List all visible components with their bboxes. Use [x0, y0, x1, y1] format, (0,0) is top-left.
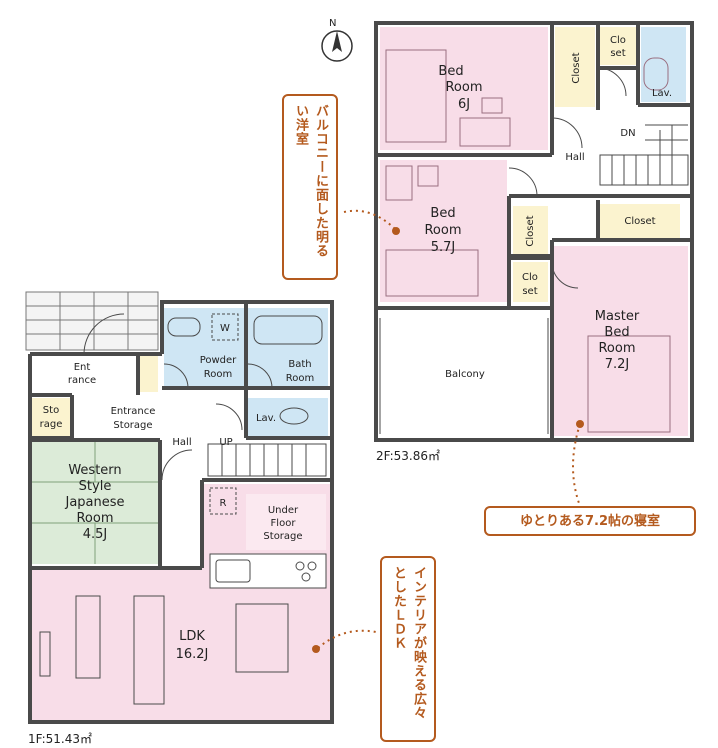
- refrigerator-label: R: [220, 498, 227, 509]
- closet-mid-line1: Clo: [522, 272, 538, 283]
- svg-text:Western: Western: [68, 463, 121, 478]
- closet-5-7j: [513, 206, 548, 254]
- floor-1-area: 1F:51.43㎡: [28, 732, 92, 746]
- svg-text:4.5J: 4.5J: [83, 527, 108, 542]
- closet-top: [600, 27, 636, 65]
- svg-text:Room: Room: [445, 80, 482, 95]
- svg-text:Bed: Bed: [438, 64, 463, 79]
- powder-room-line2: Room: [204, 369, 232, 380]
- svg-text:Japanese: Japanese: [64, 495, 124, 510]
- closet-top-line1: Clo: [610, 35, 626, 46]
- svg-text:6J: 6J: [458, 97, 470, 112]
- bath-room-line2: Room: [286, 373, 314, 384]
- compass-north-icon: N: [321, 18, 353, 62]
- entrance-storage-nook: [140, 356, 158, 392]
- master-bed-room: [550, 246, 688, 436]
- closet-master: [600, 204, 680, 240]
- lav-1f: [248, 398, 328, 436]
- callout-balcony-room: バルコニーに面した明るい洋室: [282, 94, 338, 280]
- svg-text:7.2J: 7.2J: [605, 357, 630, 372]
- closet-mid-line2: set: [522, 286, 537, 297]
- compass-label: N: [329, 18, 336, 29]
- lav-1f-label: Lav.: [256, 413, 276, 424]
- japanese-room-label: Western Style Japanese Room 4.5J: [64, 463, 124, 542]
- ldk-line2: 16.2J: [176, 647, 209, 662]
- washer-label: W: [220, 323, 230, 334]
- balcony: [380, 315, 550, 438]
- under-floor-storage: [246, 494, 326, 550]
- svg-text:Room: Room: [424, 223, 461, 238]
- svg-text:Room: Room: [598, 341, 635, 356]
- svg-text:5.7J: 5.7J: [431, 240, 456, 255]
- bath-room-line1: Bath: [288, 359, 311, 370]
- entrance-storage-line1: Entrance: [111, 406, 156, 417]
- svg-text:Style: Style: [79, 479, 112, 494]
- powder-room: [164, 308, 244, 386]
- lav-2f-label: Lav.: [652, 88, 672, 99]
- dn-label: DN: [620, 128, 635, 139]
- porch: [25, 291, 159, 351]
- closet-top-line2: set: [610, 48, 625, 59]
- stairs-down: [599, 124, 689, 186]
- stairs-up: [207, 443, 327, 477]
- storage-line1: Sto: [43, 405, 59, 416]
- entrance-line2: rance: [68, 375, 96, 386]
- closet-6j-label: Closet: [571, 52, 582, 83]
- floor-2: Bed Room 6J Bed Room 5.7J Master Bed Roo…: [374, 21, 694, 463]
- bed-room-6j: [380, 27, 548, 150]
- ldk-area: [32, 570, 330, 720]
- callout-leaders: [317, 209, 581, 649]
- under-floor-line3: Storage: [263, 531, 302, 542]
- closet-master-label: Closet: [624, 216, 655, 227]
- powder-room-line1: Powder: [200, 355, 237, 366]
- svg-text:Room: Room: [76, 511, 113, 526]
- callout-dots: [312, 227, 584, 653]
- balcony-label: Balcony: [445, 369, 485, 380]
- svg-text:Bed: Bed: [430, 206, 455, 221]
- bath-room: [248, 308, 328, 386]
- storage-line2: rage: [40, 419, 63, 430]
- bed-room-6j-label: Bed Room 6J: [438, 64, 482, 112]
- bed-room-5-7j: [380, 160, 507, 302]
- under-floor-line1: Under: [268, 505, 299, 516]
- closet-6j: [555, 27, 595, 107]
- entrance-line1: Ent: [74, 362, 91, 373]
- entrance-storage-line2: Storage: [113, 420, 152, 431]
- closet-mid: [513, 262, 548, 302]
- callout-ldk: インテリアが映える広々としたＬＤＫ: [380, 556, 436, 742]
- under-floor-line2: Floor: [271, 518, 297, 529]
- svg-text:Master: Master: [595, 309, 640, 324]
- lav-2f: [641, 27, 686, 102]
- hall-1f-label: Hall: [172, 437, 191, 448]
- kitchen-counter: [209, 553, 327, 589]
- svg-text:Bed: Bed: [604, 325, 629, 340]
- ldk-line1: LDK: [179, 629, 205, 644]
- callout-master-room: ゆとりある7.2帖の寝室: [484, 506, 696, 536]
- up-label: UP: [219, 437, 232, 448]
- floor-2-area: 2F:53.86㎡: [376, 449, 440, 463]
- hall-2f-label: Hall: [565, 152, 584, 163]
- closet-5-7j-label: Closet: [525, 215, 536, 246]
- floor-1: Ent rance Sto rage Entrance Storage Powd…: [25, 291, 334, 746]
- bed-room-5-7j-label: Bed Room 5.7J: [424, 206, 461, 255]
- master-bed-room-label: Master Bed Room 7.2J: [595, 309, 640, 372]
- storage: [32, 398, 70, 436]
